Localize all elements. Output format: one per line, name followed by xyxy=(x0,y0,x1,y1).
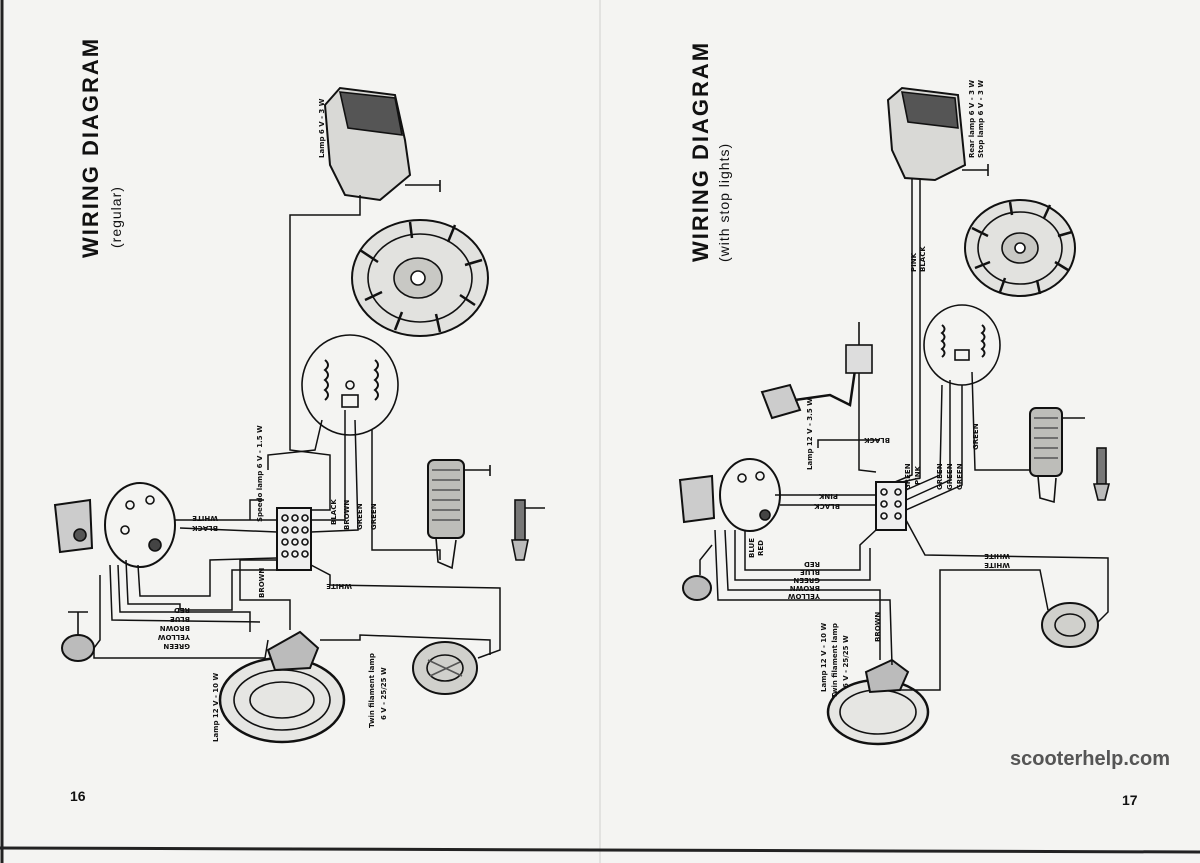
label-lamp-12v-left: Lamp 12 V - 10 W xyxy=(212,672,220,742)
label-white-lower-left: WHITE xyxy=(326,582,352,590)
left-subtitle: (regular) xyxy=(108,186,124,248)
label-twin-filament-right: Twin filament lamp xyxy=(831,623,839,698)
label-lamp-12v-right: Lamp 12 V - 10 W xyxy=(820,622,828,692)
label-white2-right: WHITE xyxy=(984,561,1010,569)
label-pink-right: PINK xyxy=(910,252,918,272)
label-green-d-right: GREEN xyxy=(956,463,964,490)
horn-right xyxy=(1041,602,1099,648)
light-switch-left xyxy=(53,482,176,568)
label-stop-lamp: Stop lamp 6 V - 3 W xyxy=(977,79,985,158)
label-red-left: RED xyxy=(174,606,190,614)
headlamp-left xyxy=(218,630,346,744)
label-rear-lamp: Rear lamp 6 V - 3 W xyxy=(968,79,976,158)
left-title: WIRING DIAGRAM xyxy=(78,36,103,258)
spark-plug-left xyxy=(511,499,545,561)
label-blue-left: BLUE xyxy=(169,615,190,623)
right-title: WIRING DIAGRAM xyxy=(688,40,713,262)
label-black-right: BLACK xyxy=(919,246,927,272)
wire-harness-left xyxy=(93,195,501,659)
label-brown2-left: BROWN xyxy=(159,624,190,632)
headlamp-right xyxy=(826,658,930,746)
label-green2-left: GREEN xyxy=(163,642,190,650)
label-black3-right: BLACK xyxy=(814,502,840,510)
label-red-right: RED xyxy=(757,540,765,556)
label-blue2-right: BLUE xyxy=(799,568,820,576)
label-twin-filament-left: Twin filament lamp xyxy=(368,653,376,728)
label-yellow-left: YELLOW xyxy=(157,633,190,641)
label-twin-rating-left: 6 V - 25/25 W xyxy=(380,667,388,720)
spark-plug-right xyxy=(1092,447,1111,501)
stator-circle-left xyxy=(301,334,399,436)
label-black-left: BLACK xyxy=(192,524,218,532)
flywheel-right xyxy=(964,199,1076,297)
label-brown2-right: BROWN xyxy=(874,611,882,642)
label-black-left-v: BLACK xyxy=(330,499,338,525)
label-brown-right: BROWN xyxy=(789,584,820,592)
junction-block-left xyxy=(276,507,312,571)
right-wiring-diagram xyxy=(678,86,1111,746)
horn-button-right xyxy=(682,575,712,601)
label-green-left: GREEN xyxy=(356,503,364,530)
label-brown-vertical-left: BROWN xyxy=(258,567,266,598)
tail-lamp-left xyxy=(323,86,441,202)
label-twin-rating-right: 6 V - 25/25 W xyxy=(842,635,850,688)
label-yellow-right: YELLOW xyxy=(787,592,820,600)
label-green-c-right: GREEN xyxy=(946,463,954,490)
label-brown-left: BROWN xyxy=(343,499,351,530)
right-subtitle: (with stop lights) xyxy=(716,142,732,262)
label-black2-right: BLACK xyxy=(864,436,890,444)
junction-block-right xyxy=(875,481,907,531)
ignition-coil-left xyxy=(427,459,491,570)
label-lamp-12v-top: Lamp 12 V - 3.5 W xyxy=(806,398,814,470)
label-blue-right: BLUE xyxy=(748,537,756,558)
label-tail-lamp-left: Lamp 6 V - 3 W xyxy=(318,98,326,158)
right-page-number: 17 xyxy=(1122,792,1138,808)
label-white-right: WHITE xyxy=(984,552,1010,560)
left-page-number: 16 xyxy=(70,788,86,804)
brake-pedal-switch xyxy=(760,322,873,420)
label-speedo-lamp: Speedo lamp 6 V - 1.5 W xyxy=(256,425,264,522)
scooterhelp-watermark: scooterhelp.com xyxy=(1010,748,1171,770)
label-green-b-right: GREEN xyxy=(936,463,944,490)
flywheel-left xyxy=(351,219,489,337)
label-green2-right: GREEN xyxy=(793,576,820,584)
rear-stop-lamp xyxy=(886,86,989,182)
label-red2-right: RED xyxy=(804,560,820,568)
label-pink2-right: PINK xyxy=(914,465,922,485)
wire-harness-right xyxy=(699,178,1109,691)
label-green-left-2: GREEN xyxy=(370,503,378,530)
left-wiring-diagram xyxy=(53,86,545,744)
label-green-right: GREEN xyxy=(972,423,980,450)
label-green-a-right: GREEN xyxy=(904,463,912,490)
label-pink3-right: PINK xyxy=(818,492,838,500)
horn-left xyxy=(412,641,478,695)
label-white-left: WHITE xyxy=(192,514,218,522)
ignition-coil-right xyxy=(1029,407,1085,504)
horn-button-left xyxy=(61,611,95,662)
